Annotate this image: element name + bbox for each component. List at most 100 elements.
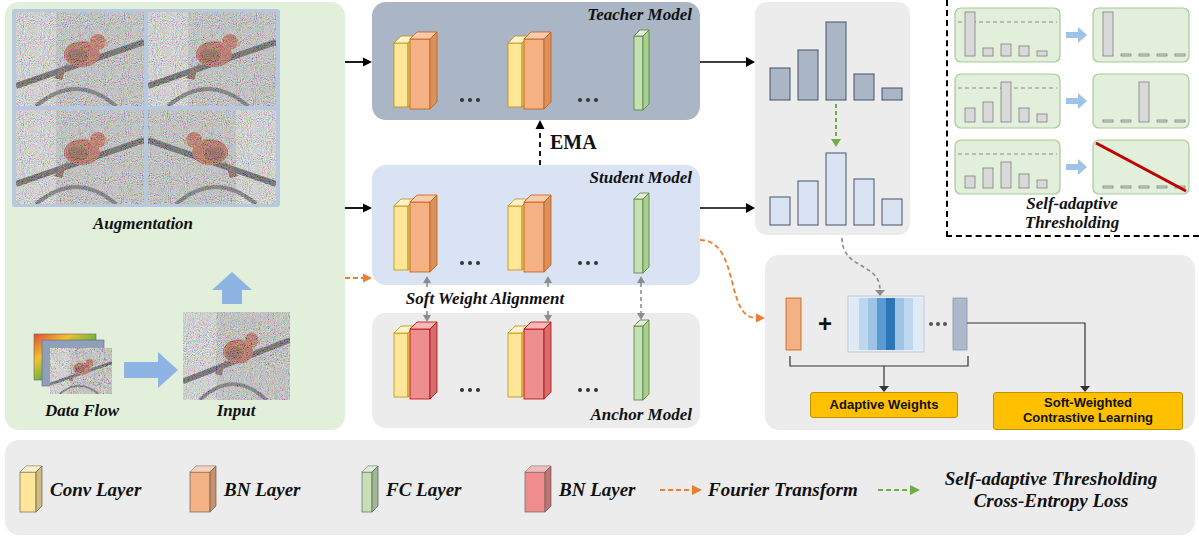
weighting-illustration xyxy=(883,366,884,386)
threshold-illustration xyxy=(1175,54,1185,56)
histogram-panel xyxy=(755,2,910,235)
histogram-panel xyxy=(835,104,837,139)
connector xyxy=(345,274,372,283)
layer-stack xyxy=(460,388,480,392)
annotation-label: Soft Weight Alignment xyxy=(403,289,567,309)
layer-stack xyxy=(524,322,551,399)
flow-arrow xyxy=(700,57,755,213)
weighting-illustration xyxy=(859,298,868,350)
threshold-illustration xyxy=(1175,186,1185,188)
connector xyxy=(363,58,372,67)
threshold-illustration xyxy=(1157,54,1167,56)
legend-panel xyxy=(910,485,920,495)
legend-swatch xyxy=(190,466,216,512)
alignment-arrow xyxy=(637,313,645,320)
histogram-panel xyxy=(882,199,902,225)
legend-swatch xyxy=(362,466,378,512)
edge-label: EMA xyxy=(548,131,599,154)
connector xyxy=(345,61,363,63)
image-illustration xyxy=(148,12,276,106)
legend-panel xyxy=(5,440,1195,535)
threshold-illustration xyxy=(1019,174,1029,188)
threshold-illustration xyxy=(1037,51,1047,56)
layer-stack xyxy=(634,193,649,273)
threshold-illustration xyxy=(1103,12,1113,56)
threshold-illustration xyxy=(1037,180,1047,188)
histogram-panel xyxy=(770,197,790,225)
threshold-illustration xyxy=(1066,27,1087,43)
connector xyxy=(345,277,363,279)
threshold-illustration xyxy=(1096,143,1186,191)
layer-stack xyxy=(410,32,437,109)
box-label: Adaptive Weights xyxy=(830,398,939,413)
connector xyxy=(700,240,765,323)
weighting-illustration xyxy=(953,298,967,350)
weighting-illustration xyxy=(895,298,904,350)
legend-text: BN Layer xyxy=(224,479,301,501)
plus-sign: + xyxy=(818,310,832,338)
layer-stack xyxy=(410,322,437,399)
layer-stack xyxy=(460,261,480,265)
connector xyxy=(539,129,541,165)
connector xyxy=(700,240,756,318)
threshold-illustration xyxy=(958,22,1057,23)
layer-stack xyxy=(508,36,529,107)
image-illustration xyxy=(16,110,144,204)
legend-swatch xyxy=(210,466,216,512)
image-illustration xyxy=(124,352,178,388)
threshold-illustration xyxy=(958,88,1057,89)
threshold-illustration xyxy=(965,176,975,188)
threshold-illustration xyxy=(958,22,1057,154)
layer-stack xyxy=(460,98,480,102)
box-label: Soft-Weighted Contrastive Learning xyxy=(1013,396,1163,426)
layer-stack xyxy=(508,199,529,270)
legend-swatch xyxy=(20,472,36,512)
legend-text: Conv Layer xyxy=(50,479,141,501)
image-illustration xyxy=(12,9,280,207)
threshold-illustration xyxy=(983,168,993,188)
threshold-illustration xyxy=(1093,74,1189,128)
weighting-illustration xyxy=(875,290,885,296)
alignment-arrow xyxy=(544,315,552,322)
legend-text: BN Layer xyxy=(559,479,636,501)
histogram-panel xyxy=(826,22,846,100)
threshold-illustration xyxy=(1066,159,1087,175)
data-panel: AugmentationData FlowInput xyxy=(5,2,345,430)
legend-swatch xyxy=(545,466,551,512)
layer-stack xyxy=(634,30,649,110)
threshold-illustration xyxy=(1093,140,1189,194)
alignment-arrow xyxy=(637,276,645,283)
panel-title: Self-adaptive Thresholding xyxy=(992,195,1152,232)
histogram-panel xyxy=(798,50,818,100)
weighting-illustration xyxy=(943,322,947,326)
threshold-illustration xyxy=(1103,120,1113,122)
model-label: Teacher Model xyxy=(587,5,692,25)
weighting-illustration xyxy=(842,238,880,290)
legend-panel xyxy=(692,485,702,495)
threshold-illustration xyxy=(958,154,1057,155)
weighting-illustration xyxy=(913,298,922,350)
weighting-illustration xyxy=(790,356,968,366)
connector xyxy=(536,120,545,165)
image-caption: Input xyxy=(217,401,256,421)
histogram-panel xyxy=(882,88,902,100)
connector xyxy=(363,274,372,283)
layer-stack xyxy=(634,320,649,400)
threshold-illustration xyxy=(1066,27,1087,175)
layer-stack xyxy=(394,199,415,270)
contrastive-learning-box: Soft-Weighted Contrastive Learning xyxy=(993,392,1183,430)
connector xyxy=(756,314,765,323)
weighting-illustration xyxy=(967,323,1085,386)
weighting-illustration xyxy=(868,298,877,350)
histogram-panel xyxy=(826,153,846,225)
weighting-illustration xyxy=(904,298,913,350)
teacher-model-box: Teacher Model xyxy=(372,2,700,120)
alignment-arrow xyxy=(640,283,642,313)
threshold-illustration xyxy=(1121,186,1131,188)
layer-stack xyxy=(578,261,598,265)
legend-swatch xyxy=(525,472,545,512)
legend-swatch xyxy=(545,466,551,512)
weighting-illustration xyxy=(929,322,933,326)
histogram-panel xyxy=(831,139,841,147)
threshold-illustration xyxy=(1103,186,1113,188)
